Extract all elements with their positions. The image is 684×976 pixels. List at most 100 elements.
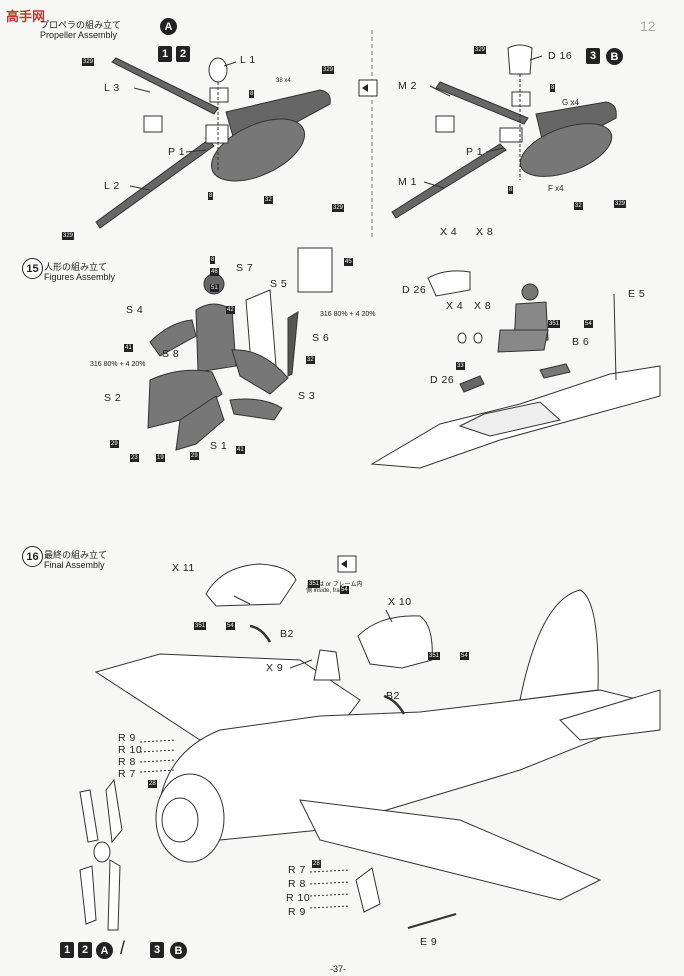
part-tag: 329 xyxy=(332,204,345,212)
part-tag: 33 xyxy=(456,362,465,370)
step-a-title-en: Propeller Assembly xyxy=(40,30,118,40)
part-tag: 51 xyxy=(210,284,219,292)
part-tag: 8 xyxy=(210,256,216,264)
watermark-logo: 高手网 xyxy=(6,9,46,24)
part-tag: 351 xyxy=(308,580,321,588)
step-a-title-jp: プロペラの組み立て xyxy=(40,20,122,30)
label-b2-a: B2 xyxy=(280,628,294,640)
page-number-top: 12 xyxy=(640,18,656,34)
part-tag: 351 xyxy=(428,652,441,660)
bottom-version-1: 1 xyxy=(60,942,74,958)
label-d16: D 16 xyxy=(548,50,573,62)
label-x8: X 8 xyxy=(474,300,492,312)
part-tag: 329 xyxy=(82,58,95,66)
part-tag: 54 xyxy=(226,622,235,630)
part-tag: 45 xyxy=(344,258,353,266)
page-footer: -37- xyxy=(330,964,347,974)
label-b2-b: B2 xyxy=(386,690,400,702)
label-s3: S 3 xyxy=(298,390,316,402)
label-x8-top: X 8 xyxy=(476,226,494,238)
step-16-number: 16 xyxy=(22,546,43,567)
part-tag: 41 xyxy=(236,446,245,454)
label-s7: S 7 xyxy=(236,262,254,274)
label-r8-b: R 8 xyxy=(288,878,306,890)
label-x10: X 10 xyxy=(388,596,412,608)
label-r7: R 7 xyxy=(118,768,136,780)
step-15-title-jp: 人形の組み立て xyxy=(44,262,108,272)
part-tag: 8 xyxy=(208,192,214,200)
part-tag: 28 xyxy=(312,860,321,868)
step-a-version-2: 2 xyxy=(176,46,190,62)
label-s4: S 4 xyxy=(126,304,144,316)
frame-note: または or フレーム内側 inside, frame xyxy=(306,582,363,594)
label-s6: S 6 xyxy=(312,332,330,344)
step-b-badge: B xyxy=(606,48,623,65)
label-b6: B 6 xyxy=(572,336,590,348)
step-15-number: 15 xyxy=(22,258,43,279)
bottom-badge-b: B xyxy=(170,942,187,959)
part-tag: 351 xyxy=(194,622,207,630)
label-p1-b: P 1 xyxy=(466,146,484,158)
step-15-title-en: Figures Assembly xyxy=(44,272,116,282)
bottom-version-3: 3 xyxy=(150,942,164,958)
part-tag: 329 xyxy=(614,200,627,208)
label-r10: R 10 xyxy=(118,744,143,756)
part-tag: 8 xyxy=(550,84,556,92)
label-r9-b: R 9 xyxy=(288,906,306,918)
part-tag: 329 xyxy=(62,232,75,240)
part-tag: 29 xyxy=(110,440,119,448)
part-tag: 54 xyxy=(584,320,593,328)
label-l2: L 2 xyxy=(104,180,120,192)
slash-divider: / xyxy=(120,938,126,958)
step-b-version: 3 xyxy=(586,48,600,64)
label-p1-a: P 1 xyxy=(168,146,186,158)
part-tag: 41 xyxy=(124,344,133,352)
label-d26: D 26 xyxy=(430,374,455,386)
part-tag: 23 xyxy=(130,454,139,462)
part-note: 38 x4 xyxy=(276,78,291,84)
bottom-badge-a: A xyxy=(96,942,113,959)
part-tag: 42 xyxy=(226,306,235,314)
label-s5: S 5 xyxy=(270,278,288,290)
paint-mix-2: 316 80% + 4 20% xyxy=(90,361,146,368)
label-x11: X 11 xyxy=(172,562,195,574)
part-tag: 329 xyxy=(322,66,335,74)
label-l1: L 1 xyxy=(240,54,256,66)
part-tag: 19 xyxy=(156,454,165,462)
label-m1: M 1 xyxy=(398,176,418,188)
part-tag: 28 xyxy=(148,780,157,788)
label-e5: E 5 xyxy=(628,288,646,300)
label-m2: M 2 xyxy=(398,80,418,92)
label-r8: R 8 xyxy=(118,756,136,768)
part-tag: 54 xyxy=(460,652,469,660)
label-x9: X 9 xyxy=(266,662,284,674)
part-tag: 329 xyxy=(474,46,487,54)
bottom-version-2: 2 xyxy=(78,942,92,958)
paint-mix-1: 316 80% + 4 20% xyxy=(320,311,376,318)
part-tag: 8 xyxy=(249,90,255,98)
step-16-title-jp: 最終の組み立て xyxy=(44,550,108,560)
label-s2: S 2 xyxy=(104,392,122,404)
part-tag: 8 xyxy=(508,186,514,194)
step-a-badge: A xyxy=(160,18,177,35)
label-e9: E 9 xyxy=(420,936,438,948)
part-tag: 54 xyxy=(340,586,349,594)
label-r9: R 9 xyxy=(118,732,136,744)
step-a-version-1: 1 xyxy=(158,46,172,62)
label-r7-b: R 7 xyxy=(288,864,306,876)
label-g-x4: G x4 xyxy=(562,98,579,107)
label-r10-b: R 10 xyxy=(286,892,311,904)
part-tag: 32 xyxy=(574,202,583,210)
label-s8: S 8 xyxy=(162,348,180,360)
label-d26-top: D 26 xyxy=(402,284,427,296)
label-f-x4: F x4 xyxy=(548,184,564,193)
label-x4: X 4 xyxy=(446,300,464,312)
step-16-title-en: Final Assembly xyxy=(44,560,105,570)
part-tag: 32 xyxy=(264,196,273,204)
part-tag: 351 xyxy=(548,320,561,328)
label-x4-top: X 4 xyxy=(440,226,458,238)
label-l3: L 3 xyxy=(104,82,120,94)
part-tag: 46 xyxy=(210,268,219,276)
part-tag: 32 xyxy=(306,356,315,364)
